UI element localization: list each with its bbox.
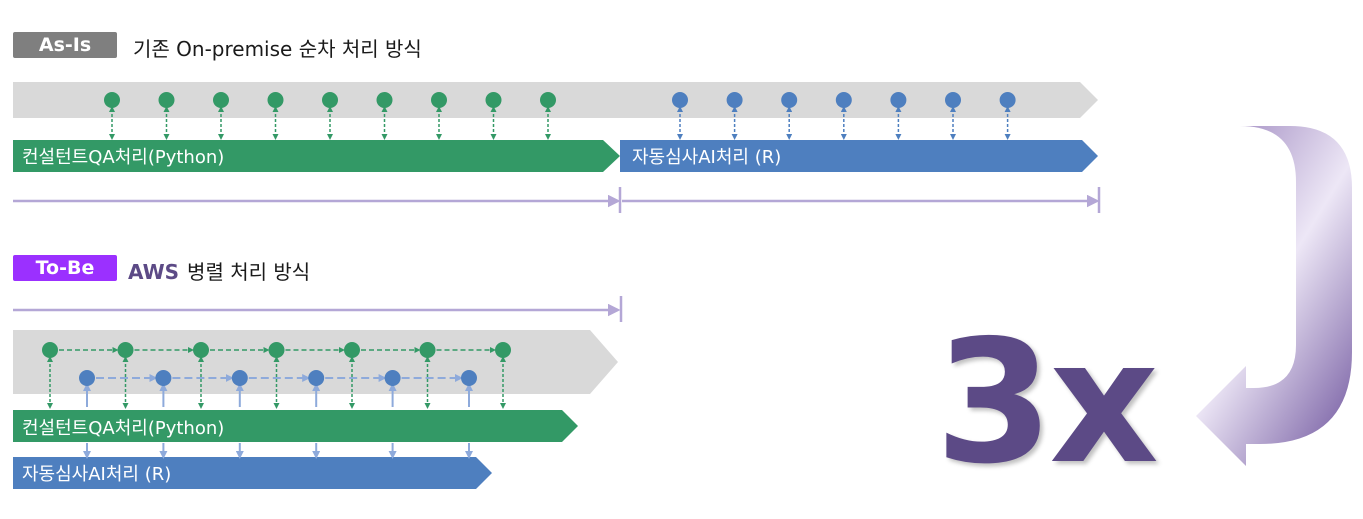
as-is-python-node <box>158 92 175 108</box>
to-be-heading-aws: AWS <box>128 260 180 284</box>
as-is-python-node <box>104 92 120 108</box>
to-be-timeline <box>13 296 623 322</box>
as-is-python-bar-label: 컨설턴트QA처리(Python) <box>22 147 224 168</box>
to-be-heading-rest: 병렬 처리 방식 <box>187 260 311 284</box>
to-be-r-node <box>461 370 477 386</box>
to-be-python-node <box>117 342 134 358</box>
to-be-badge: To-Be <box>13 255 117 281</box>
as-is-python-node <box>540 92 556 108</box>
to-be-r-node <box>79 370 95 386</box>
to-be-python-node <box>419 342 436 358</box>
to-be-r-node <box>308 370 325 386</box>
as-is-r-node <box>835 92 852 108</box>
to-be-r-node <box>155 370 172 386</box>
as-is-r-node <box>781 92 798 108</box>
to-be-python-bar-label: 컨설턴트QA처리(Python) <box>22 418 224 439</box>
as-is-python-node <box>485 92 502 108</box>
as-is-r-bar <box>620 140 1098 172</box>
as-is-python-bar <box>13 140 620 172</box>
to-be-python-node <box>344 342 360 358</box>
as-is-r-node <box>672 92 688 108</box>
to-be-python-node <box>42 342 58 358</box>
as-is-r-node <box>999 92 1016 108</box>
to-be-python-node <box>193 342 209 358</box>
to-be-r-node <box>231 370 248 386</box>
speedup-label: 3x <box>935 304 1159 502</box>
to-be-python-bar <box>13 410 578 442</box>
as-is-python-node <box>376 92 393 108</box>
as-is-r-node <box>726 92 743 108</box>
as-is-r-bar-label: 자동심사AI처리 (R) <box>632 147 781 168</box>
to-be-heading: AWS 병렬 처리 방식 <box>128 256 310 285</box>
to-be-nodes <box>42 342 511 459</box>
as-is-python-node <box>431 92 447 108</box>
as-is-heading: 기존 On-premise 순차 처리 방식 <box>133 37 422 61</box>
as-is-python-nodes <box>104 92 556 140</box>
as-is-python-node <box>322 92 338 108</box>
to-be-python-node <box>495 342 511 358</box>
as-is-r-node <box>890 92 907 108</box>
to-be-r-node <box>384 370 401 386</box>
as-is-python-node <box>267 92 284 108</box>
speedup-curve-arrow <box>1143 126 1352 466</box>
to-be-python-node <box>268 342 285 358</box>
as-is-r-nodes <box>672 92 1016 140</box>
as-is-badge: As-Is <box>13 32 117 58</box>
to-be-r-bar-label: 자동심사AI처리 (R) <box>22 464 171 485</box>
as-is-timeline <box>13 187 1101 213</box>
to-be-r-bar <box>13 457 492 489</box>
as-is-python-node <box>213 92 229 108</box>
as-is-r-node <box>945 92 961 108</box>
